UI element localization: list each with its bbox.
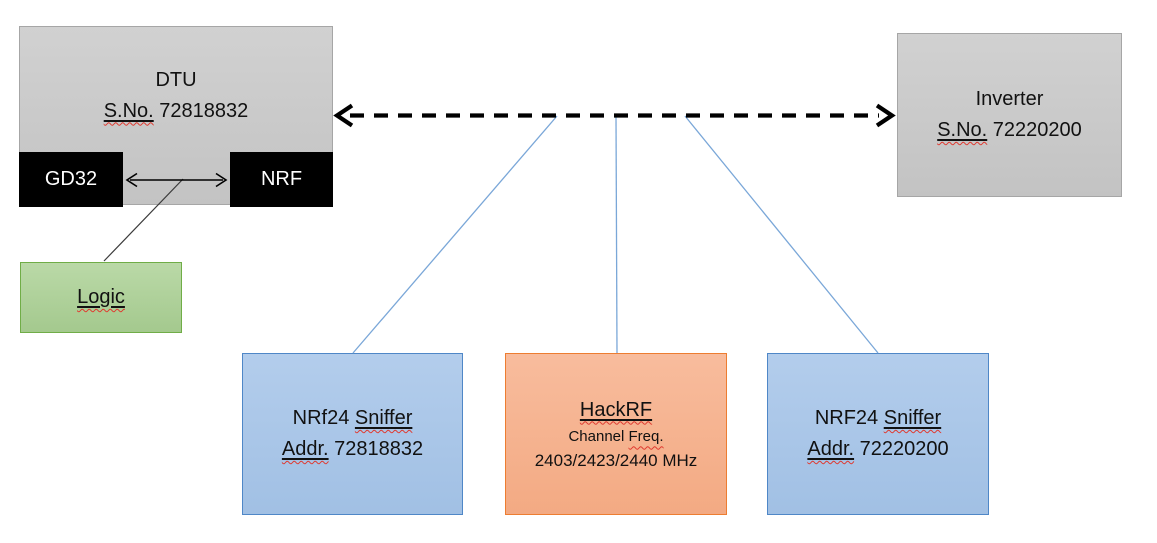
- connector-line-sniffer-left: [352, 115, 558, 354]
- logic-box: Logic: [20, 262, 182, 333]
- logic-label-line: Logic: [77, 282, 125, 313]
- inverter-title: Inverter: [975, 88, 1044, 110]
- nrf-chip-label: NRF: [260, 168, 303, 190]
- nrf-chip: NRF: [230, 152, 333, 207]
- sniffer-left-addr-label: Addr.: [281, 438, 329, 460]
- connector-line-sniffer-right: [684, 115, 879, 354]
- sniffer-left-name-prefix: NRf24: [292, 407, 350, 429]
- sniffer-left-name: NRf24 Sniffer: [293, 403, 413, 434]
- sniffer-left-box: NRf24 Sniffer Addr. 72818832: [242, 353, 463, 515]
- hackrf-title: HackRF: [579, 398, 653, 421]
- inverter-box: Inverter S.No. 72220200: [897, 33, 1122, 197]
- hackrf-channel-label: Channel Freq.: [568, 426, 663, 449]
- hackrf-channel-prefix: Channel: [568, 427, 625, 445]
- dtu-serial-label: S.No.: [103, 99, 154, 122]
- sniffer-right-addr-value: 72220200: [859, 438, 949, 460]
- inverter-serial: S.No. 72220200: [937, 115, 1082, 146]
- sniffer-right-name: NRF24 Sniffer: [815, 403, 941, 434]
- dtu-title: DTU: [155, 68, 197, 91]
- sniffer-right-name-prefix: NRF24: [814, 407, 879, 429]
- sniffer-left-addr-value: 72818832: [334, 438, 424, 460]
- connector-line-hackrf: [615, 115, 618, 354]
- inverter-serial-value: 72220200: [992, 119, 1082, 141]
- sniffer-right-addr: Addr. 72220200: [807, 434, 948, 465]
- hackrf-box: HackRF Channel Freq. 2403/2423/2440 MHz: [505, 353, 727, 515]
- gd32-chip: GD32: [19, 152, 123, 207]
- hackrf-title-line: HackRF: [580, 395, 652, 426]
- inverter-serial-label: S.No.: [937, 119, 988, 141]
- hackrf-frequencies: 2403/2423/2440 MHz: [534, 451, 698, 470]
- sniffer-left-addr: Addr. 72818832: [282, 434, 423, 465]
- dtu-serial-value: 72818832: [159, 99, 249, 122]
- rf-link-dashed-arrow: [333, 103, 896, 128]
- gd32-chip-label: GD32: [44, 168, 98, 190]
- hackrf-channel-word: Freq.: [628, 427, 664, 445]
- dtu-serial: S.No. 72818832: [104, 96, 249, 127]
- sniffer-left-name-word: Sniffer: [354, 407, 413, 429]
- sniffer-right-addr-label: Addr.: [807, 438, 855, 460]
- sniffer-right-name-word: Sniffer: [883, 407, 942, 429]
- sniffer-right-box: NRF24 Sniffer Addr. 72220200: [767, 353, 989, 515]
- logic-label: Logic: [77, 286, 125, 308]
